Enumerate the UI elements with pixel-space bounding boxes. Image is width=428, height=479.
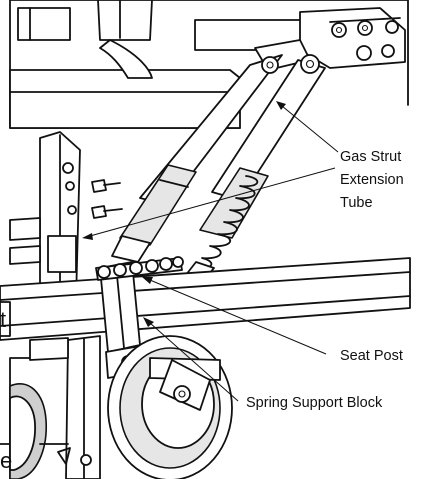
- label-tube: Tube: [340, 195, 373, 211]
- label-seat-post: Seat Post: [340, 348, 403, 364]
- fragment-box: [0, 301, 11, 337]
- label-gas-strut: Gas Strut: [340, 149, 401, 165]
- lower-column: [29, 335, 101, 479]
- strut-base-bolts: [95, 256, 184, 281]
- lower-left-caster: [9, 383, 71, 479]
- edge-fragment-e: e: [0, 448, 12, 473]
- caster-wheel: [107, 335, 233, 479]
- edge-fragment-t: t: [0, 307, 6, 332]
- leader-spring-support: [143, 317, 239, 402]
- main-frame-tube: [0, 257, 411, 341]
- upper-frame: [9, 0, 336, 129]
- extension-tube: [181, 54, 326, 286]
- leader-seat-post: [142, 277, 327, 355]
- leader-gas-strut: [82, 101, 339, 240]
- seat-post-left: [9, 131, 123, 301]
- label-spring-support-block: Spring Support Block: [246, 395, 383, 411]
- label-extension: Extension: [340, 172, 404, 188]
- gas-strut: [111, 54, 283, 263]
